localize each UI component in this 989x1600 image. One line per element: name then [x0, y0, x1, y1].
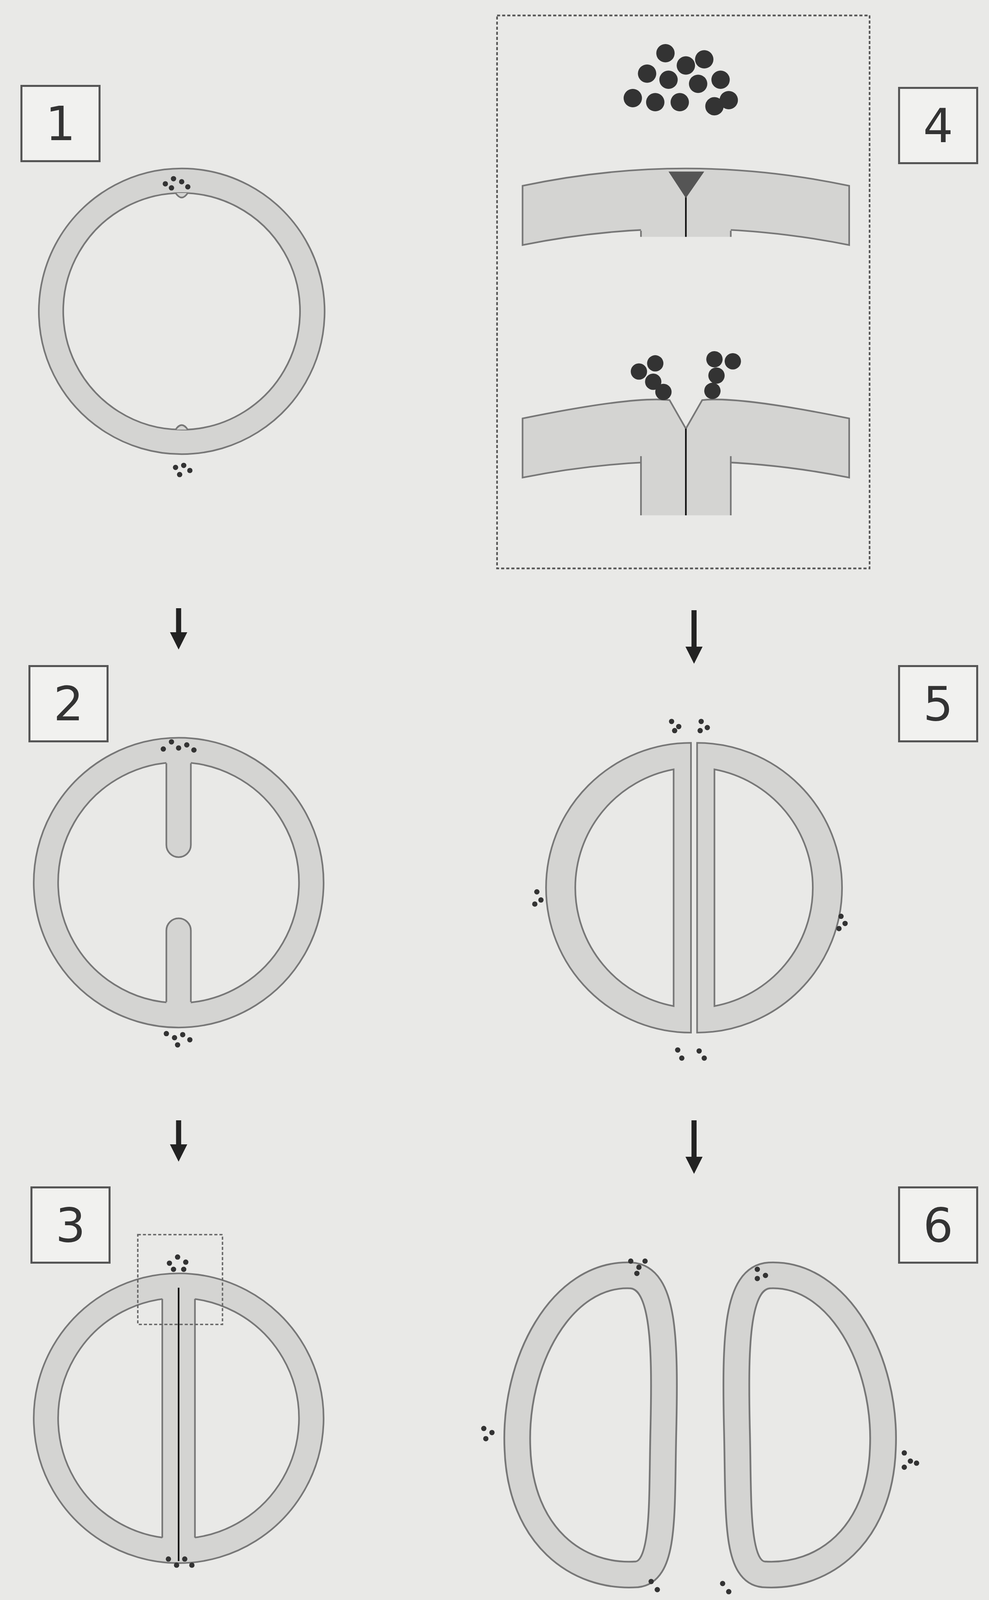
septum-edge	[729, 230, 732, 237]
daughter-cell	[736, 1275, 883, 1576]
septum	[166, 755, 191, 858]
stage-arrow	[691, 1120, 697, 1166]
septum-edge	[161, 1299, 164, 1539]
daughter-wall	[696, 743, 842, 1034]
daughter-cell	[517, 1275, 664, 1576]
stage-number-box: 6	[898, 1186, 979, 1265]
stage-number: 6	[922, 1202, 953, 1250]
notch	[175, 193, 188, 198]
division-line	[684, 429, 687, 516]
stage-arrow	[691, 610, 697, 656]
septum-edge	[640, 456, 642, 516]
stage-arrow	[176, 608, 182, 642]
division-line	[684, 193, 687, 237]
cell-wall	[33, 738, 324, 1029]
inset-frame	[497, 15, 870, 569]
daughter-wall	[545, 743, 691, 1034]
stage-number-box: 3	[30, 1186, 111, 1265]
stage-number-box: 4	[898, 86, 979, 165]
daughter-cell	[736, 1275, 883, 1576]
notch	[175, 425, 188, 430]
stage-number-box: 2	[28, 665, 109, 743]
wall-section	[522, 168, 850, 246]
daughter-cell	[517, 1275, 664, 1576]
septum-edge	[640, 230, 642, 237]
septum-edge	[729, 456, 732, 516]
septum-edge	[166, 763, 191, 858]
septum-edge	[166, 918, 191, 1003]
stage-number-box: 1	[20, 84, 101, 163]
stage-number: 3	[55, 1202, 86, 1250]
inset-marker	[137, 1234, 223, 1325]
stage-number: 2	[53, 680, 84, 728]
cell-wall	[33, 1273, 324, 1564]
enzyme-site	[668, 171, 705, 198]
stage-arrow	[176, 1120, 182, 1154]
stage-number: 5	[922, 680, 953, 728]
stage-number: 1	[45, 100, 76, 148]
septum-edge	[194, 1299, 196, 1539]
division-line	[177, 1288, 180, 1562]
stage-number: 4	[922, 102, 953, 150]
cell-wall	[38, 168, 325, 455]
stage-number-box: 5	[898, 665, 979, 743]
septum	[166, 918, 191, 1011]
